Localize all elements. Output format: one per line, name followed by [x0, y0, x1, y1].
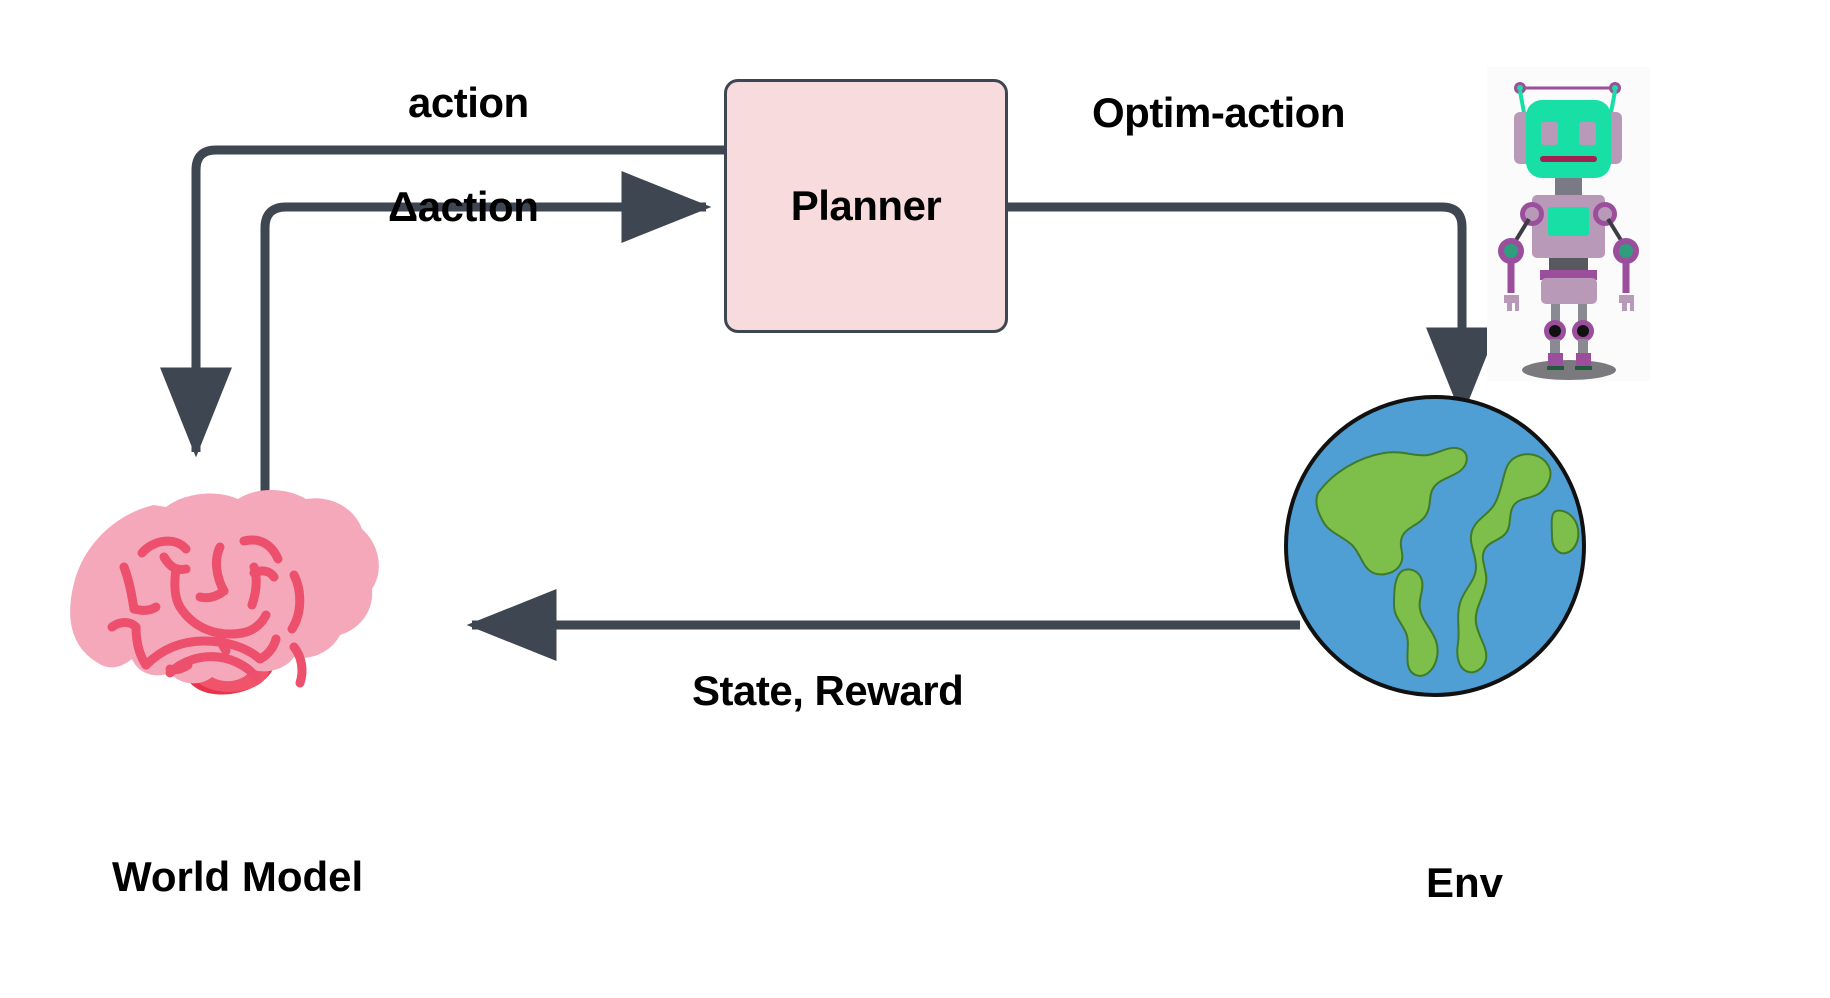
edge-delta-action-path	[260, 171, 712, 520]
edge-optim-action-path	[1008, 202, 1498, 418]
edge-label-state-reward: State, Reward	[692, 667, 964, 714]
node-planner[interactable]: Planner	[724, 79, 1008, 333]
caption-world-model: World Model	[112, 853, 364, 900]
caption-env: Env	[1426, 859, 1504, 906]
node-planner-label: Planner	[790, 182, 942, 229]
edge-label-optim-action: Optim-action	[1092, 89, 1346, 136]
edge-label-delta-action: Δaction	[388, 183, 539, 230]
robot-icon	[1487, 67, 1650, 381]
brain-icon	[70, 490, 379, 695]
edge-label-action: action	[408, 79, 529, 126]
edge-action-path	[160, 145, 724, 458]
globe-icon	[1284, 395, 1586, 697]
